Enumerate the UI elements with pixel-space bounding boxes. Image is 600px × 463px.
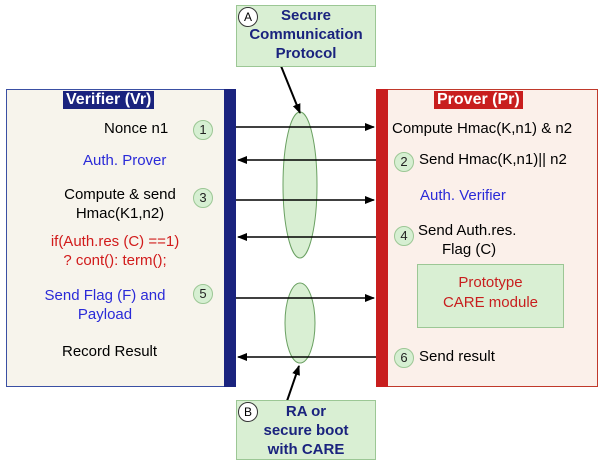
nonce-text: Nonce n1 <box>104 120 169 137</box>
send-auth-res-line-2: Flag (C) <box>442 241 497 258</box>
pointer-bottom <box>286 365 300 402</box>
record-result-text: Record Result <box>62 343 158 360</box>
step-5: 5 <box>193 284 213 304</box>
step-4: 4 <box>394 226 414 246</box>
auth-prover-text: Auth. Prover <box>83 152 167 169</box>
send-hmac-text: Send Hmac(K,n1)|| n2 <box>419 151 567 168</box>
send-auth-res-line-1: Send Auth.res. <box>418 222 517 239</box>
compute-hmac-text: Compute Hmac(K,n1) & n2 <box>392 120 573 137</box>
send-flag-line-2: Payload <box>77 306 133 323</box>
ra-line-3: with CARE <box>267 441 345 458</box>
ra-line-1: RA or <box>285 403 327 420</box>
send-auth-res-text: Send Auth.res. Flag (C) <box>418 221 516 259</box>
care-line-2: CARE module <box>442 294 539 311</box>
verifier-bar <box>224 89 236 387</box>
compute-send-text: Compute & send Hmac(K1,n2) <box>40 185 200 223</box>
badge-b: B <box>238 402 258 422</box>
step-1: 1 <box>193 120 213 140</box>
step-2: 2 <box>394 152 414 172</box>
secure-protocol-line-3: Protocol <box>275 45 337 62</box>
channel-ellipse-lower <box>284 282 316 364</box>
secure-protocol-box: Secure Communication Protocol <box>236 5 376 67</box>
secure-protocol-line-1: Secure <box>280 7 332 24</box>
channel-ellipse-upper <box>282 111 318 259</box>
prover-title: Prover (Pr) <box>434 91 523 109</box>
auth-verifier-text: Auth. Verifier <box>420 187 506 204</box>
send-result-text: Send result <box>419 348 495 365</box>
compute-send-line-1: Compute & send <box>64 186 176 203</box>
care-line-1: Prototype <box>458 274 523 291</box>
pointer-top <box>280 65 301 114</box>
condition-line-2: ? cont(): term(); <box>63 252 167 269</box>
ra-secure-boot-box: RA or secure boot with CARE <box>236 400 376 460</box>
verifier-panel <box>6 89 226 387</box>
compute-send-line-2: Hmac(K1,n2) <box>75 205 165 222</box>
prover-bar <box>376 89 388 387</box>
send-flag-text: Send Flag (F) and Payload <box>25 286 185 324</box>
step-6: 6 <box>394 348 414 368</box>
secure-protocol-line-2: Communication <box>249 26 363 43</box>
condition-text: if(Auth.res (C) ==1) ? cont(): term(); <box>25 232 205 270</box>
care-module-box: Prototype CARE module <box>417 264 564 328</box>
condition-line-1: if(Auth.res (C) ==1) <box>50 233 180 250</box>
badge-a: A <box>238 7 258 27</box>
prover-panel <box>384 89 598 387</box>
verifier-title: Verifier (Vr) <box>63 91 155 109</box>
ra-line-2: secure boot <box>263 422 349 439</box>
send-flag-line-1: Send Flag (F) and <box>44 287 166 304</box>
step-3: 3 <box>193 188 213 208</box>
